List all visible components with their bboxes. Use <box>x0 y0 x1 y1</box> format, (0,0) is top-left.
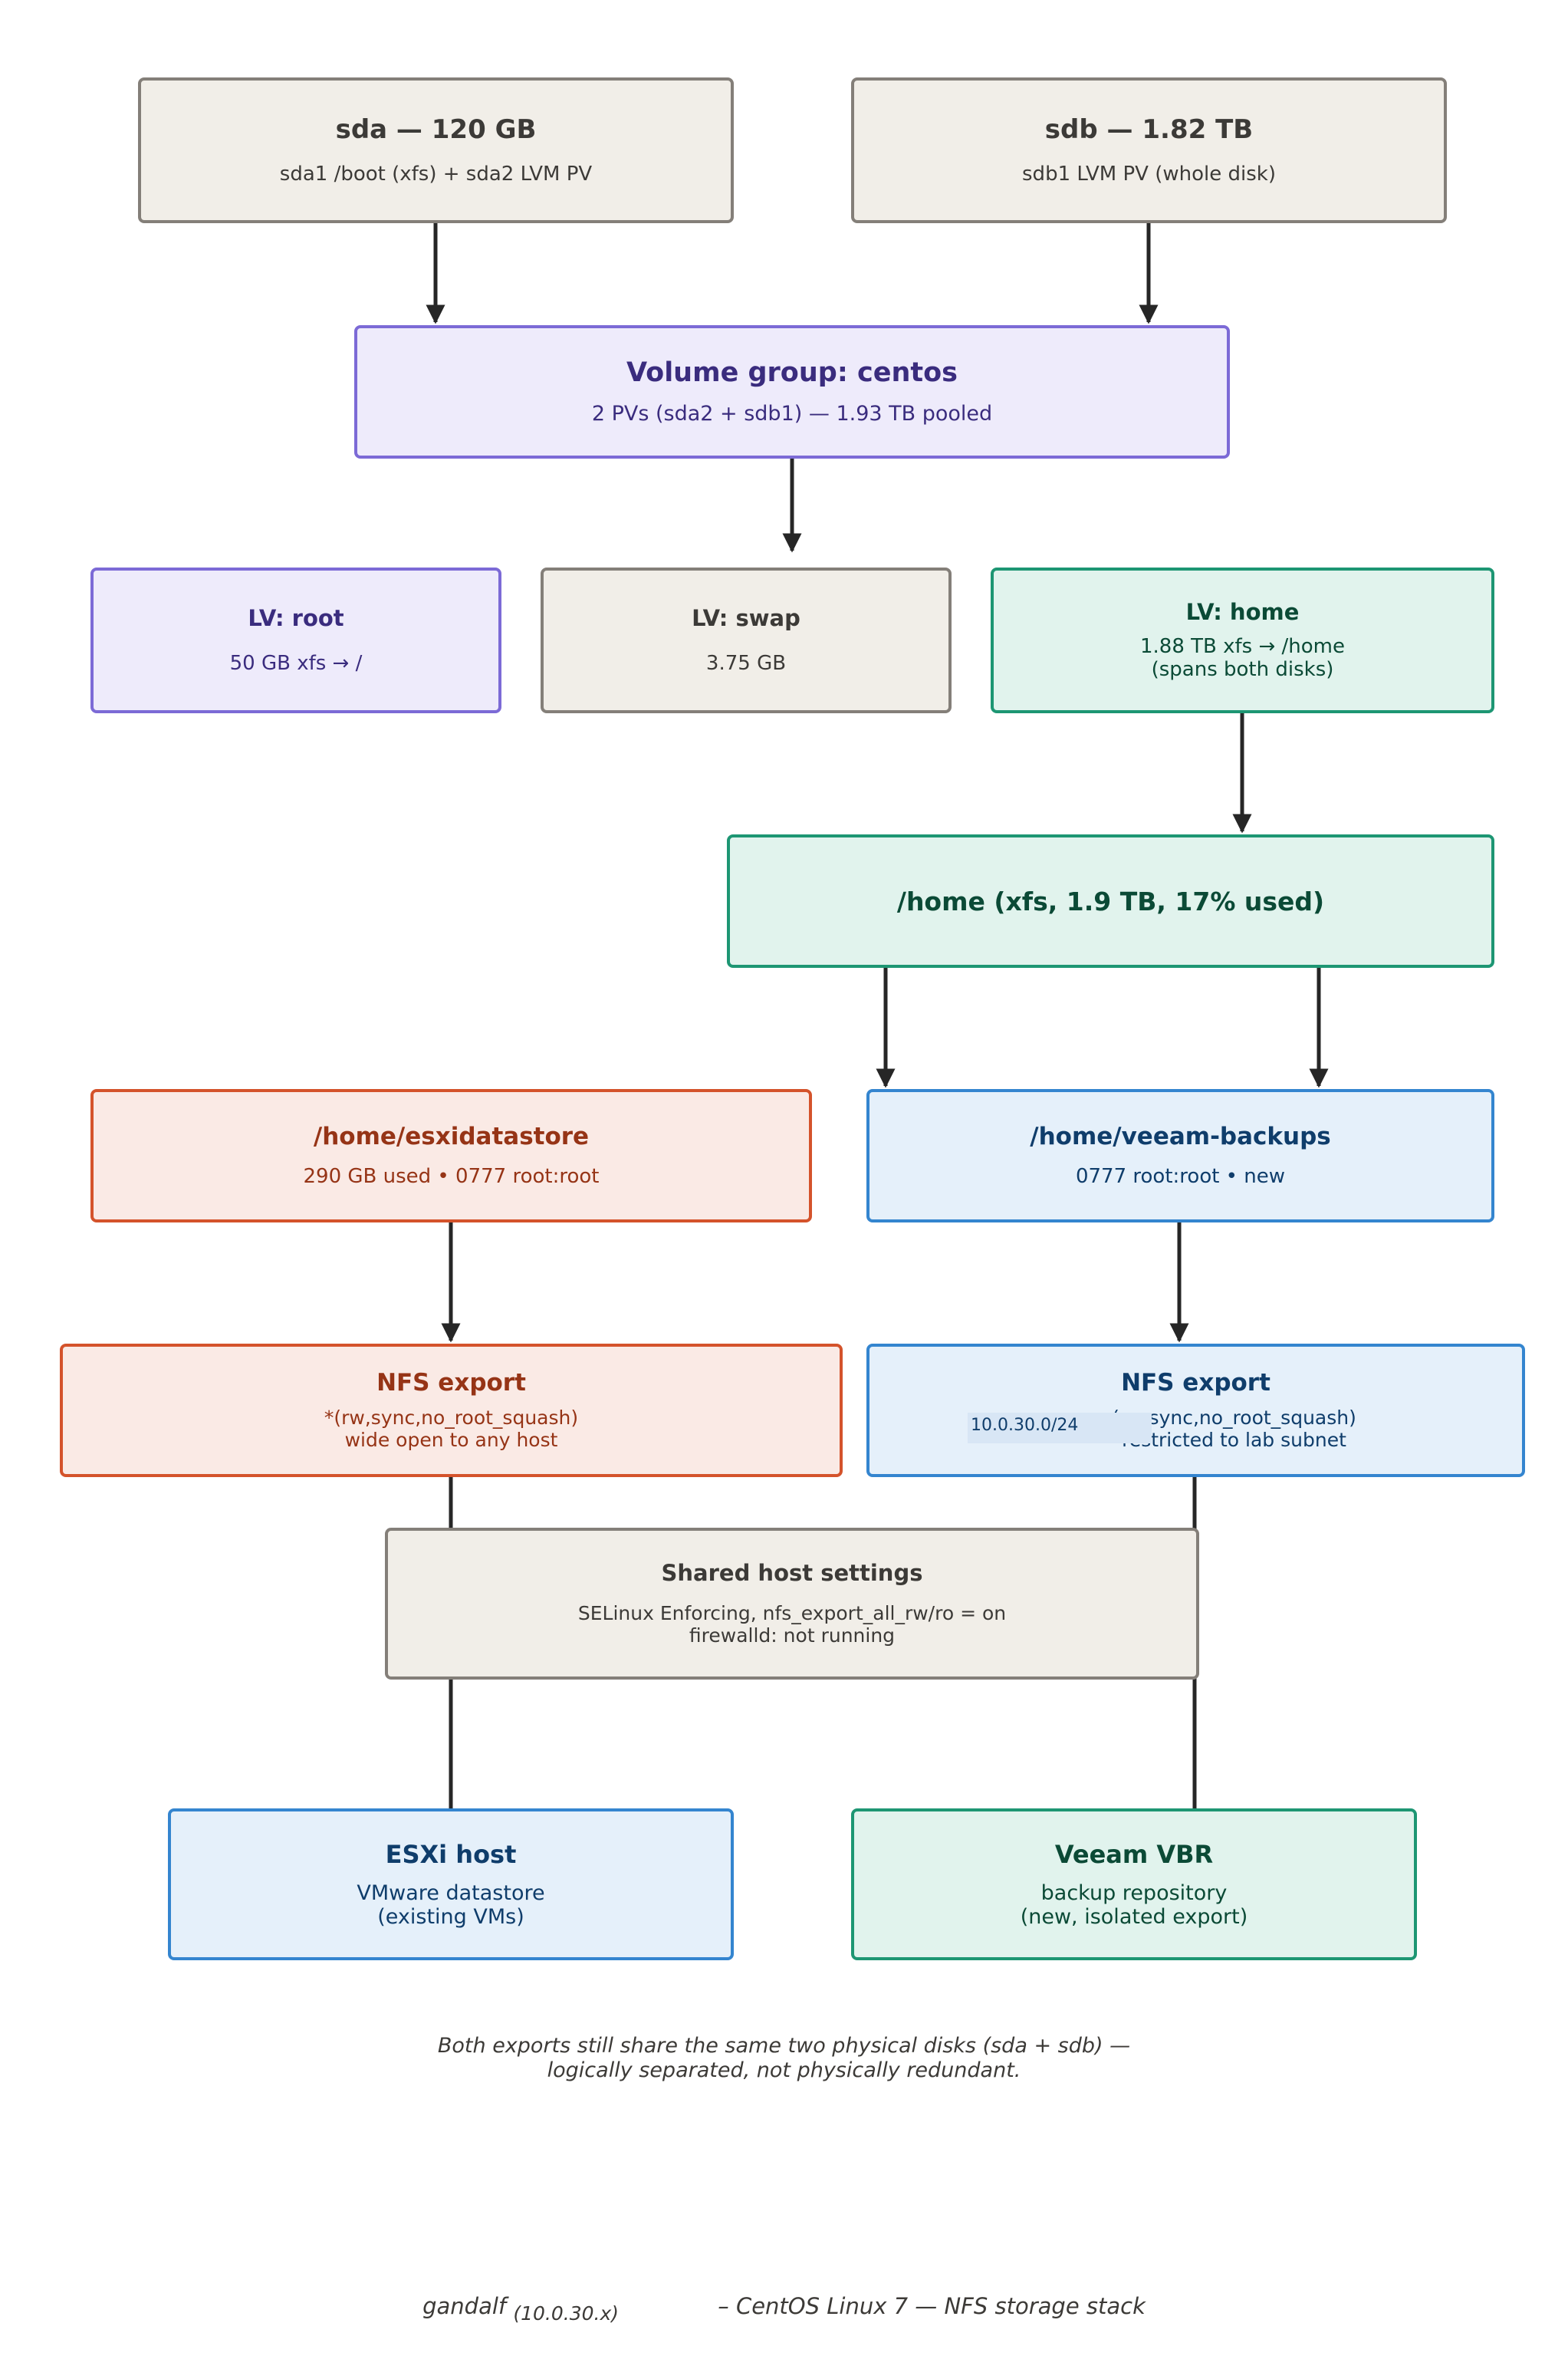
lv-root-node: LV: root 50 GB xfs → / <box>90 568 501 713</box>
node-subtitle: VMware datastore (existing VMs) <box>357 1880 545 1929</box>
node-subtitle: 3.75 GB <box>705 652 787 676</box>
node-subtitle: 50 GB xfs → / <box>229 652 363 676</box>
node-subtitle: 290 GB used • 0777 root:root <box>303 1165 600 1189</box>
nfs-export-veeam-node: NFS export (rw,sync,no_root_squash) rest… <box>866 1344 1525 1477</box>
node-subtitle: SELinux Enforcing, nfs_export_all_rw/ro … <box>577 1602 1007 1647</box>
node-title: /home/esxidatastore <box>313 1123 590 1151</box>
lv-swap-node: LV: swap 3.75 GB <box>541 568 952 713</box>
esxi-datastore-dir-node: /home/esxidatastore 290 GB used • 0777 r… <box>90 1089 812 1222</box>
footer-rest: – CentOS Linux 7 — NFS storage stack <box>718 2293 1146 2319</box>
footer-ip: (10.0.30.x) <box>513 2302 620 2325</box>
disk-sdb-node: sdb — 1.82 TB sdb1 LVM PV (whole disk) <box>851 77 1447 223</box>
node-title: Volume group: centos <box>626 357 958 389</box>
node-title: NFS export <box>376 1369 526 1397</box>
node-title: LV: home <box>1185 599 1300 626</box>
node-title: /home/veeam-backups <box>1030 1123 1331 1151</box>
veeam-vbr-node: Veeam VBR backup repository (new, isolat… <box>851 1808 1417 1960</box>
node-title: sda — 120 GB <box>335 114 537 146</box>
footer-host: gandalf <box>422 2293 507 2319</box>
veeam-backups-dir-node: /home/veeam-backups 0777 root:root • new <box>866 1089 1494 1222</box>
node-title: /home (xfs, 1.9 TB, 17% used) <box>896 886 1325 916</box>
diagram-footer: gandalf (10.0.30.x) – CentOS Linux 7 — N… <box>0 2293 1568 2325</box>
volume-group-node: Volume group: centos 2 PVs (sda2 + sdb1)… <box>354 325 1230 459</box>
node-subtitle: 1.88 TB xfs → /home (spans both disks) <box>1139 635 1345 681</box>
nfs-export-esxi-node: NFS export *(rw,sync,no_root_squash) wid… <box>60 1344 843 1477</box>
esxi-host-node: ESXi host VMware datastore (existing VMs… <box>168 1808 734 1960</box>
node-subtitle: backup repository (new, isolated export) <box>1020 1880 1248 1929</box>
lv-home-node: LV: home 1.88 TB xfs → /home (spans both… <box>991 568 1494 713</box>
node-title: Veeam VBR <box>1054 1839 1214 1869</box>
subnet-label: 10.0.30.0/24 <box>968 1413 1152 1443</box>
node-title: sdb — 1.82 TB <box>1044 114 1254 146</box>
node-subtitle: *(rw,sync,no_root_squash) wide open to a… <box>324 1407 579 1451</box>
shared-host-settings-node: Shared host settings SELinux Enforcing, … <box>385 1528 1199 1680</box>
node-title: LV: root <box>248 605 344 632</box>
node-subtitle: sda1 /boot (xfs) + sda2 LVM PV <box>279 163 593 186</box>
home-filesystem-node: /home (xfs, 1.9 TB, 17% used) <box>727 834 1494 968</box>
node-subtitle: 0777 root:root • new <box>1075 1165 1286 1189</box>
node-title: LV: swap <box>692 605 800 632</box>
node-title: ESXi host <box>385 1839 517 1869</box>
node-subtitle: sdb1 LVM PV (whole disk) <box>1022 163 1276 186</box>
node-subtitle: 2 PVs (sda2 + sdb1) — 1.93 TB pooled <box>591 402 993 426</box>
diagram-caption: Both exports still share the same two ph… <box>437 2034 1131 2083</box>
disk-sda-node: sda — 120 GB sda1 /boot (xfs) + sda2 LVM… <box>138 77 734 223</box>
node-title: NFS export <box>1121 1369 1271 1397</box>
node-title: Shared host settings <box>661 1560 923 1587</box>
